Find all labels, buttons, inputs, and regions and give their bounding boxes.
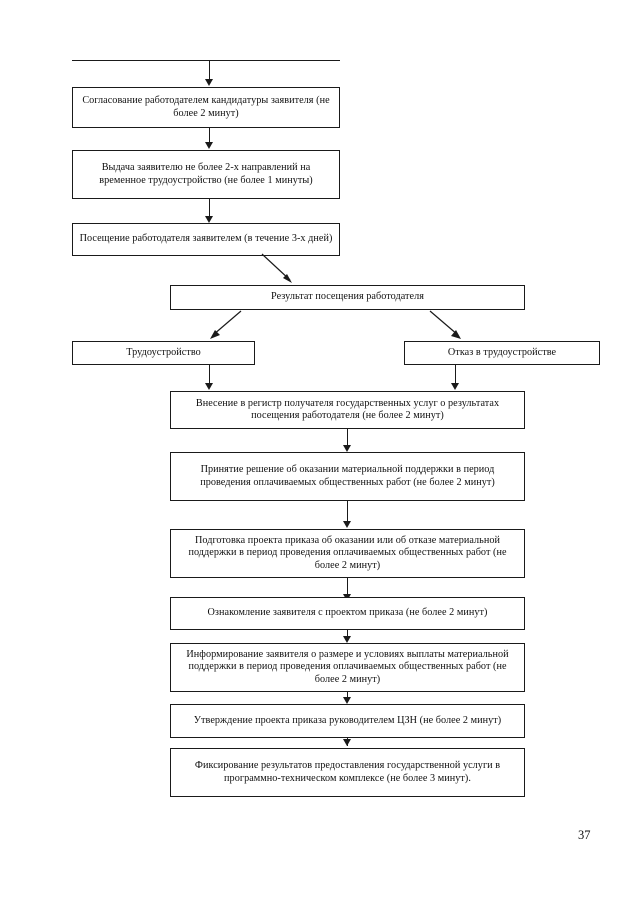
previous-box-bottom-edge: [72, 60, 340, 61]
node-label: Информирование заявителя о размере и усл…: [186, 648, 509, 685]
arrowhead-to-n1: [205, 79, 213, 86]
arrowhead-to-n8: [343, 445, 351, 452]
arrowhead-to-n2: [205, 142, 213, 149]
node-label: Утверждение проекта приказа руководителе…: [193, 714, 502, 726]
connector-top-to-n1: [209, 60, 210, 80]
node-label: Принятие решение об оказании материально…: [200, 464, 495, 488]
arrowhead-to-n11: [343, 636, 351, 643]
arrowhead-to-n13: [343, 739, 351, 746]
node-label: Согласование работодателем кандидатуры з…: [82, 95, 330, 119]
connector-n6-to-n7: [455, 365, 456, 385]
node-label: Отказ в трудоустройстве: [447, 346, 557, 358]
arrowhead-n6-to-n7: [451, 383, 459, 390]
node-informirovanie-zayavitelya: Информирование заявителя о размере и усл…: [170, 643, 525, 692]
arrowhead-to-n9: [343, 521, 351, 528]
connector-n4-to-n6: [429, 310, 461, 339]
connector-n4-to-n5: [210, 310, 242, 339]
connector-n9-to-n10: [347, 578, 348, 595]
node-prinyatie-resheniya: Принятие решение об оказании материально…: [170, 452, 525, 501]
node-vnesenie-v-registr: Внесение в регистр получателя государств…: [170, 391, 525, 429]
node-label: Внесение в регистр получателя государств…: [195, 397, 500, 421]
node-otkaz-v-trudoustroystve: Отказ в трудоустройстве: [404, 341, 600, 365]
arrowhead-to-n3: [205, 216, 213, 223]
node-vydacha-napravleniy: Выдача заявителю не более 2-х направлени…: [72, 150, 340, 199]
node-podgotovka-proekta-prikaza: Подготовка проекта приказа об оказании и…: [170, 529, 525, 578]
arrowhead-n5-to-n7: [205, 383, 213, 390]
connector-n8-to-n9: [347, 501, 348, 523]
node-label: Фиксирование результатов предоставления …: [194, 760, 501, 784]
node-label: Выдача заявителю не более 2-х направлени…: [99, 162, 313, 186]
page-number: 37: [578, 828, 591, 842]
node-trudoustroystvo: Трудоустройство: [72, 341, 255, 365]
connector-n5-to-n7: [209, 365, 210, 385]
connector-n3-to-n4: [261, 253, 292, 283]
node-label: Посещение работодателя заявителем (в теч…: [79, 233, 333, 245]
node-label: Трудоустройство: [126, 346, 201, 358]
arrowhead-to-n12: [343, 697, 351, 704]
node-fiksirovanie-rezultatov: Фиксирование результатов предоставления …: [170, 748, 525, 797]
node-oznakomlenie-zayavitelya: Ознакомление заявителя с проектом приказ…: [170, 597, 525, 630]
connector-n10-to-n11: [347, 630, 348, 641]
node-utverzhdenie-proekta-prikaza: Утверждение проекта приказа руководителе…: [170, 704, 525, 738]
connector-n1-to-n2: [209, 128, 210, 144]
node-soglasovanie-rabotodatelem: Согласование работодателем кандидатуры з…: [72, 87, 340, 128]
node-poseschenie-rabotodatelya: Посещение работодателя заявителем (в теч…: [72, 223, 340, 256]
connector-n2-to-n3: [209, 199, 210, 218]
node-rezultat-poseschenia: Результат посещения работодателя: [170, 285, 525, 310]
node-label: Ознакомление заявителя с проектом приказ…: [207, 607, 488, 619]
node-label: Результат посещения работодателя: [271, 291, 424, 303]
connector-n7-to-n8: [347, 429, 348, 447]
node-label: Подготовка проекта приказа об оказании и…: [188, 534, 507, 571]
